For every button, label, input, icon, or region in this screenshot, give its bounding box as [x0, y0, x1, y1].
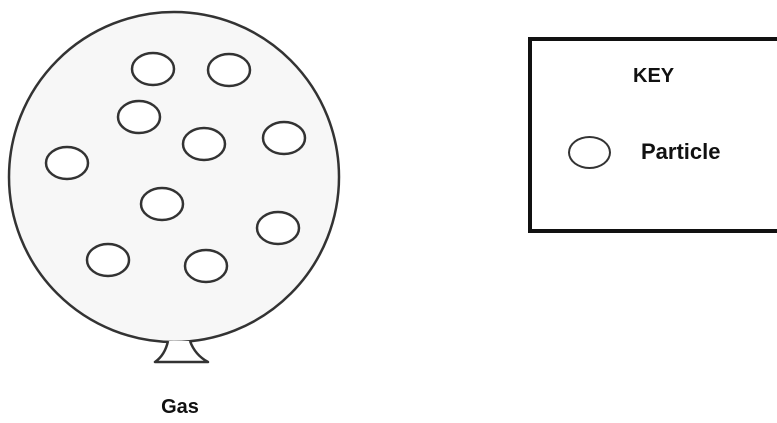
particle: [87, 244, 129, 276]
key-item-label: Particle: [641, 139, 721, 165]
particle: [263, 122, 305, 154]
particle: [118, 101, 160, 133]
balloon-knot: [155, 341, 208, 362]
particle: [141, 188, 183, 220]
key-title: KEY: [633, 65, 674, 88]
particle-circle-icon: [568, 136, 611, 169]
particle: [46, 147, 88, 179]
key-legend: KEY Particle: [528, 37, 777, 233]
particle: [183, 128, 225, 160]
particle: [208, 54, 250, 86]
particle: [185, 250, 227, 282]
particle: [132, 53, 174, 85]
gas-caption: Gas: [148, 395, 212, 419]
particle: [257, 212, 299, 244]
